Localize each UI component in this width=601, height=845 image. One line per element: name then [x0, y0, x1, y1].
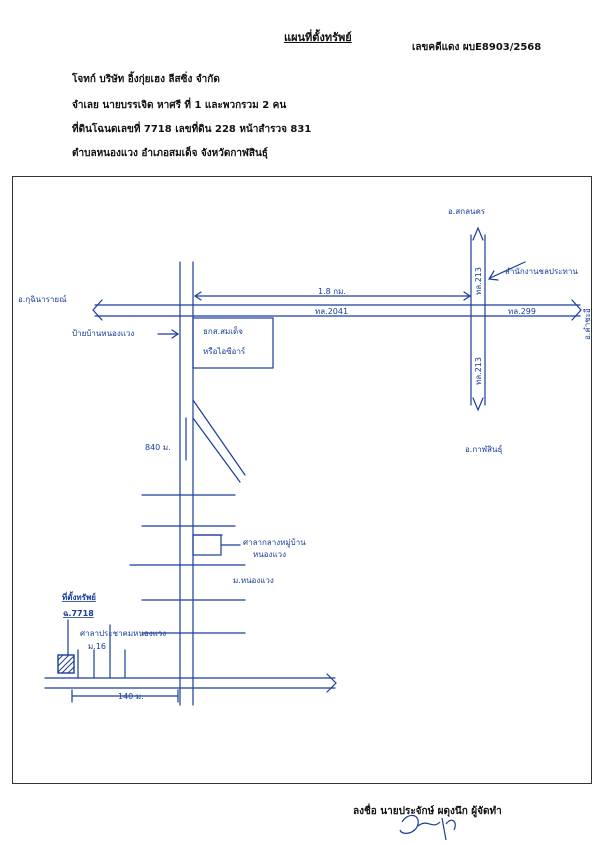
- label-village-entrance: ป้ายบ้านหนองแวง: [72, 329, 134, 338]
- label-distance-bottom: 140 ม.: [118, 692, 144, 701]
- label-bank-sub: หรือไอซีอาร์: [203, 346, 246, 356]
- defendant-line: จำเลย นายบรรเจิด หาศรี ที่ 1 และพวกรวม 2…: [72, 100, 287, 111]
- label-temple-sub: หนองแวง: [253, 550, 286, 559]
- arrow-left-icon: [92, 299, 103, 321]
- label-deed: ฉ.7718: [63, 609, 94, 618]
- label-mukdahan: อ.คำชะอี: [583, 308, 592, 340]
- map-frame: [12, 176, 592, 784]
- label-irrigation: สำนักงานชลประทาน: [505, 267, 578, 276]
- page-title: แผนที่ตั้งทรัพย์: [284, 31, 352, 44]
- plaintiff-line: โจทก์ บริษัท อิ้งกุ่ยเฮง ลีสซิ่ง จำกัด: [72, 74, 220, 85]
- signature-mark: [399, 814, 456, 841]
- arrow-right-icon: [571, 299, 582, 321]
- label-kuchinarai: อ.กุฉินารายณ์: [18, 294, 67, 304]
- label-community-hall: ศาลาประชาคมหนองแวง: [80, 629, 166, 638]
- label-village: ม.หนองแวง: [233, 576, 274, 585]
- label-property: ที่ตั้งทรัพย์: [62, 591, 96, 602]
- arrow-up-icon: [472, 226, 484, 241]
- bank-box: [192, 317, 274, 369]
- label-hwy-299: ทล.299: [508, 307, 536, 316]
- arrow-down-icon: [472, 397, 484, 412]
- label-distance-main: 1.8 กม.: [318, 287, 346, 296]
- label-sakon: อ.สกลนคร: [448, 207, 486, 216]
- signature-line: ลงชื่อ นายประจักษ์ ผดุงนึก ผู้จัดทำ: [353, 806, 502, 817]
- property-parcel: [57, 654, 75, 674]
- case-number: เลขคดีแดง ผบE8903/2568: [412, 42, 542, 53]
- label-hwy-2041: ทล.2041: [315, 307, 348, 316]
- label-bank: ธกส.สมเด็จ: [203, 326, 243, 336]
- label-kalasin: อ.กาฬสินธุ์: [465, 444, 503, 454]
- label-distance-side: 840 ม.: [145, 443, 171, 452]
- label-moo: ม.16: [88, 642, 106, 651]
- diagonal-road-a: [192, 399, 246, 476]
- location-line: ตำบลหนองแวง อำเภอสมเด็จ จังหวัดกาฬสินธุ์: [72, 148, 268, 159]
- temple-box: [192, 534, 222, 556]
- label-hwy-213-bottom: ทล.213: [474, 357, 483, 385]
- label-hwy-213-top: ทล.213: [474, 267, 483, 295]
- deed-line: ที่ดินโฉนดเลขที่ 7718 เลขที่ดิน 228 หน้า…: [72, 124, 312, 135]
- label-temple: ศาลากลางหมู่บ้าน: [243, 538, 306, 548]
